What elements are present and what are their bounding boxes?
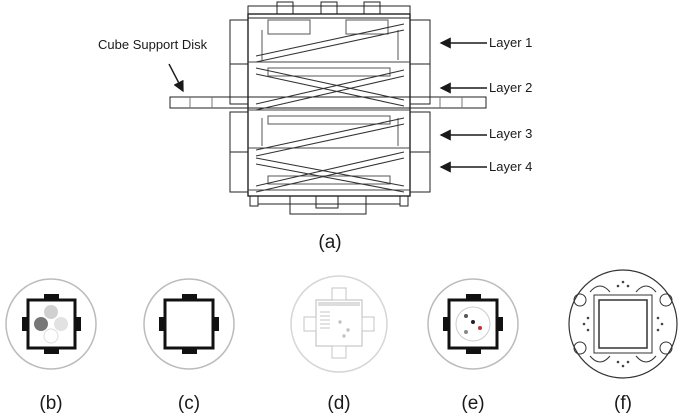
panel-c-drawing: [143, 278, 235, 370]
caption-e: (e): [461, 393, 485, 414]
side-brackets: [229, 19, 431, 193]
layer-3-label: Layer 3: [489, 126, 533, 141]
caption-a: (a): [318, 232, 342, 253]
layer-dividers: [248, 61, 410, 191]
diagonal-rods: [255, 23, 405, 193]
caption-b: (b): [39, 393, 63, 414]
cube-assembly-drawing: [169, 1, 487, 215]
layer-4-label: Layer 4: [489, 159, 533, 174]
annotation-arrows: [168, 37, 487, 173]
panel-e-drawing: [427, 278, 519, 370]
panel-b-drawing: [5, 278, 97, 370]
panel-d-drawing: [290, 275, 388, 373]
support-disk-arrow: [168, 63, 184, 93]
layer-1-label: Layer 1: [489, 35, 533, 50]
cube-support-disk: [169, 96, 487, 109]
panel-f-drawing: [568, 269, 678, 379]
bottom-connectors: [249, 195, 409, 215]
layer-2-label: Layer 2: [489, 80, 533, 95]
support-disk-label: Cube Support Disk: [98, 37, 208, 52]
caption-c: (c): [177, 393, 201, 414]
caption-d: (d): [327, 393, 351, 414]
top-connectors: [247, 1, 411, 19]
caption-f: (f): [614, 393, 632, 414]
